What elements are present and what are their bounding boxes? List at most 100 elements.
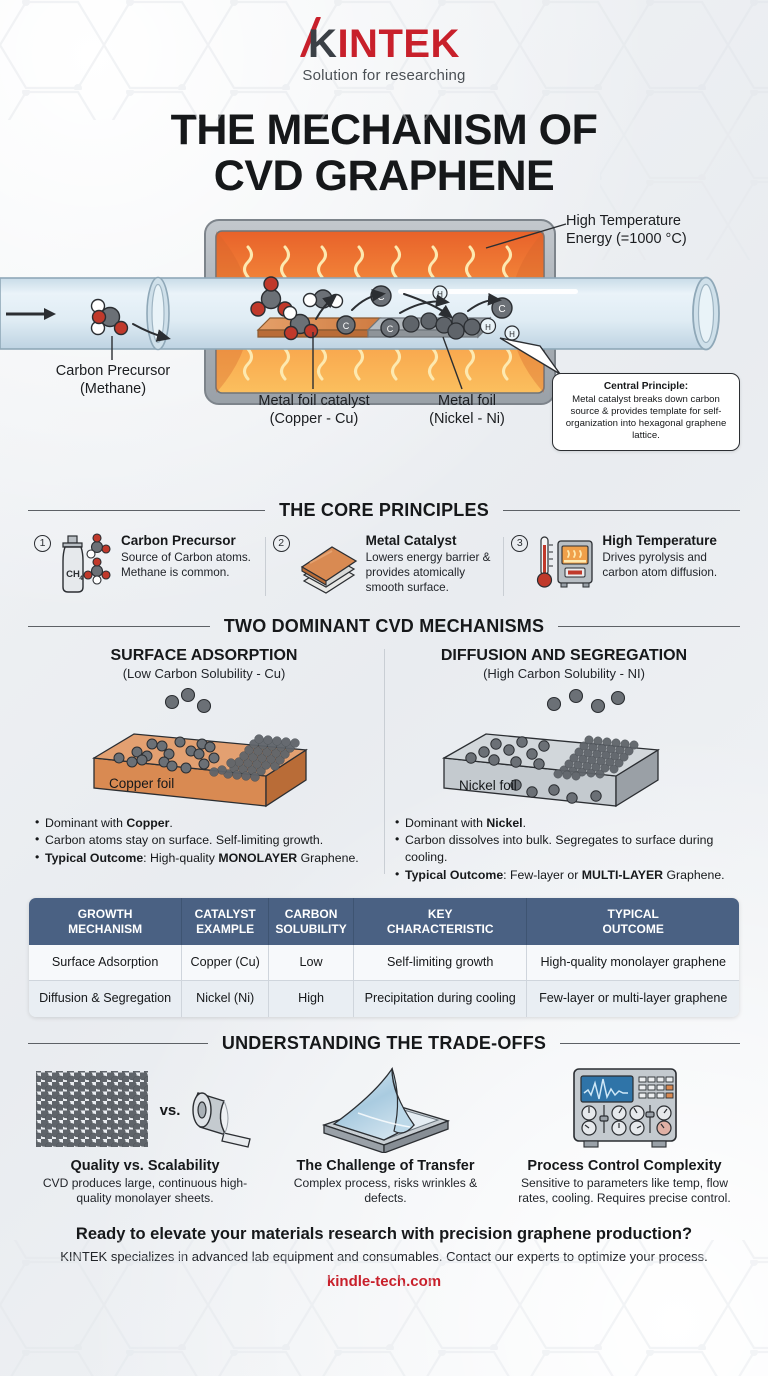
label-carbon-precursor-line1: Carbon Precursor	[55, 362, 171, 379]
core-principles-list: 1 CH 4	[26, 533, 742, 600]
mechanism-title-1: SURFACE ADSORPTION	[110, 646, 298, 664]
mechanisms-comparison: SURFACE ADSORPTION (Low Carbon Solubilit…	[24, 647, 744, 884]
page-title-line1: THE MECHANISM OF	[170, 106, 598, 154]
svg-text:C: C	[343, 321, 350, 331]
mechanism-title-2: DIFFUSION AND SEGREGATION	[440, 646, 688, 664]
divider-left	[28, 509, 266, 512]
svg-text:H: H	[485, 323, 491, 332]
section-title-mechanisms: TWO DOMINANT CVD MECHANISMS	[223, 615, 545, 636]
table-row: Diffusion & Segregation Nickel (Ni) High…	[29, 981, 739, 1017]
principle-number-2: 2	[272, 534, 290, 552]
divider-left	[28, 625, 210, 628]
cell-solubility: Low	[269, 945, 354, 982]
principle-title-2: Metal Catalyst	[365, 532, 457, 548]
svg-text:4: 4	[79, 575, 83, 582]
section-title-tradeoffs: UNDERSTANDING THE TRADE-OFFS	[221, 1032, 547, 1053]
film-transfer-icon	[272, 1062, 499, 1154]
adsorbed-carbon-chain	[402, 312, 481, 340]
cell-outcome: High-quality monolayer graphene	[527, 945, 739, 982]
mechanism-subtitle-2: (High Carbon Solubility - NI)	[483, 665, 645, 681]
label-copper-foil-line1: Metal foil catalyst	[258, 392, 370, 409]
cvd-reactor-diagram: C C C C	[0, 212, 768, 484]
nickel-foil-illustration: Nickel foil	[441, 688, 660, 808]
label-nickel-foil-line1: Metal foil	[437, 392, 497, 409]
tradeoffs-list: vs. Quality vs. Scalability CVD produces…	[24, 1062, 744, 1207]
cta-headline: Ready to elevate your materials research…	[75, 1224, 693, 1243]
brand-logo: KINTEK Solution for researching	[0, 0, 768, 85]
tradeoff-title-3: Process Control Complexity	[527, 1157, 722, 1174]
callout-body: Metal catalyst breaks down carbon source…	[565, 393, 727, 442]
cta-website-url[interactable]: kindle-tech.com	[326, 1272, 442, 1290]
mechanism-surface-adsorption: SURFACE ADSORPTION (Low Carbon Solubilit…	[24, 647, 384, 884]
copper-foil-illustration: Copper foil	[91, 687, 308, 808]
cell-characteristic: Precipitation during cooling	[353, 981, 528, 1017]
mechanism-diffusion-segregation: DIFFUSION AND SEGREGATION (High Carbon S…	[384, 647, 744, 884]
bullet-2-2: Carbon dissolves into bulk. Segregates t…	[394, 831, 734, 865]
divider-left	[28, 1042, 208, 1044]
bullet-1-2: Carbon atoms stay on surface. Self-limit…	[34, 831, 374, 849]
bullet-1-3: Typical Outcome: High-quality MONOLAYER …	[34, 849, 374, 867]
principle-metal-catalyst: 2 Metal Catalyst Lowers energy barrier &…	[264, 532, 504, 600]
divider-right	[502, 509, 741, 512]
logo-wordmark: KINTEK	[302, 24, 465, 64]
mechanism-bullets-1: Dominant with Copper. Carbon atoms stay …	[34, 814, 374, 867]
tradeoff-process-control: Process Control Complexity Sensitive to …	[505, 1062, 744, 1207]
label-high-temperature: High Temperature Energy (=1000 °C)	[566, 212, 756, 248]
carbon-atom-4: C	[491, 297, 513, 319]
label-copper-foil-line2: (Copper - Cu)	[269, 411, 359, 427]
principle-high-temperature: 3	[503, 533, 742, 600]
svg-text:CH: CH	[66, 569, 80, 580]
copper-sheets-icon	[296, 533, 360, 600]
cell-catalyst: Nickel (Ni)	[182, 981, 270, 1017]
logo-tagline: Solution for researching	[302, 67, 466, 84]
footer-cta: Ready to elevate your materials research…	[0, 1225, 768, 1290]
methane-molecule-3	[282, 305, 319, 341]
principle-number-3: 3	[511, 534, 529, 552]
bullet-2-3: Typical Outcome: Few-layer or MULTI-LAYE…	[394, 866, 734, 884]
principle-title-1: Carbon Precursor	[121, 532, 236, 548]
principle-carbon-precursor: 1 CH 4	[26, 533, 265, 600]
tradeoff-transfer-challenge: The Challenge of Transfer Complex proces…	[266, 1062, 505, 1207]
graphene-sheet-vs-roll-icon: vs.	[30, 1062, 260, 1154]
label-carbon-precursor: Carbon Precursor (Methane)	[25, 362, 201, 398]
nickel-foil-label: Nickel foil	[459, 778, 517, 793]
cta-subtext: KINTEK specializes in advanced lab equip…	[60, 1248, 708, 1264]
principle-desc-3: Drives pyrolysis and carbon atom diffusi…	[602, 551, 718, 580]
divider-right	[560, 1042, 741, 1044]
principle-desc-1: Source of Carbon atoms. Methane is commo…	[121, 551, 251, 580]
label-carbon-precursor-line2: (Methane)	[79, 381, 147, 397]
page-title: THE MECHANISM OF CVD GRAPHENE	[0, 107, 768, 200]
section-tradeoffs-header: UNDERSTANDING THE TRADE-OFFS	[28, 1017, 741, 1054]
logo-letters-intek: INTEK	[337, 22, 460, 66]
cell-solubility: High	[269, 981, 354, 1017]
cell-catalyst: Copper (Cu)	[182, 945, 270, 982]
furnace-thermometer-icon	[534, 533, 596, 600]
svg-text:H: H	[509, 330, 515, 339]
tradeoff-title-2: The Challenge of Transfer	[296, 1157, 475, 1174]
tradeoff-desc-2: Complex process, risks wrinkles & defect…	[293, 1175, 478, 1206]
label-copper-foil: Metal foil catalyst (Copper - Cu)	[228, 392, 400, 428]
cell-outcome: Few-layer or multi-layer graphene	[527, 981, 739, 1017]
central-principle-callout: Central Principle: Metal catalyst breaks…	[552, 373, 740, 452]
principle-desc-2: Lowers energy barrier & provides atomica…	[365, 551, 491, 594]
cell-characteristic: Self-limiting growth	[353, 945, 528, 982]
tradeoff-desc-3: Sensitive to parameters like temp, flow …	[518, 1175, 731, 1206]
label-nickel-foil: Metal foil (Nickel - Ni)	[402, 392, 532, 428]
callout-title: Central Principle:	[603, 381, 689, 392]
bullet-1-1: Dominant with Copper.	[34, 814, 374, 832]
table-row: Surface Adsorption Copper (Cu) Low Self-…	[29, 945, 739, 982]
mechanism-subtitle-1: (Low Carbon Solubility - Cu)	[122, 665, 286, 681]
svg-text:C: C	[498, 304, 505, 315]
section-title-core-principles: THE CORE PRINCIPLES	[279, 499, 489, 520]
cell-mechanism: Diffusion & Segregation	[29, 981, 183, 1017]
logo-letter-k: K	[308, 22, 338, 66]
tradeoff-quality-scalability: vs. Quality vs. Scalability CVD produces…	[24, 1062, 266, 1207]
methane-cylinder-icon: CH 4	[57, 533, 115, 600]
divider-right	[558, 625, 741, 628]
